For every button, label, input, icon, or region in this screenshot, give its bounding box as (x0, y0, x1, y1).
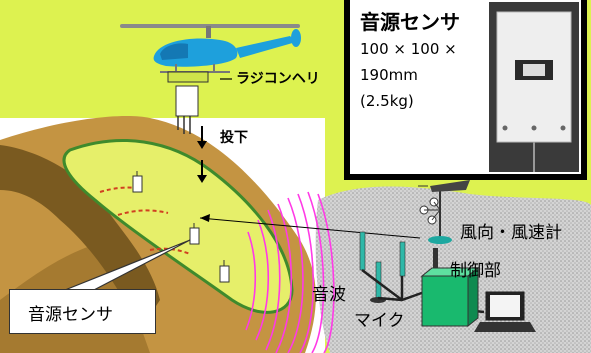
helicopter-icon (120, 24, 301, 73)
marker-dash (99, 186, 137, 193)
laptop-icon (474, 291, 536, 332)
microphone-icon (399, 241, 406, 277)
sensor-icon (219, 260, 230, 283)
control-unit-label: 制御部 (450, 261, 501, 281)
sound-wave-label: 音波 (312, 285, 346, 305)
helicopter-label: ラジコンヘリ (236, 71, 320, 87)
sensor-panel-title: 音源センサ (360, 10, 460, 34)
sensor-photo (489, 2, 579, 172)
sensor-photo-inner: 音源センサ 100 × 100 × 190mm (2.5kg) (350, 0, 581, 174)
marker-dash (149, 247, 191, 255)
sensor-callout-label: 音源センサ (28, 305, 113, 325)
sensor-callout: 音源センサ (9, 289, 156, 334)
sensor-photo-panel: 音源センサ 100 × 100 × 190mm (2.5kg) (344, 0, 587, 180)
sensor-icon (189, 223, 200, 245)
microphone-icon (359, 231, 366, 271)
sensor-dims-line2: 190mm (360, 66, 418, 84)
sensor-dims-line1: 100 × 100 × (360, 40, 457, 58)
hill-plateau (62, 139, 294, 314)
arrowhead (200, 214, 210, 222)
drop-arrow (197, 126, 207, 183)
hill-slope (0, 145, 160, 330)
microphone-label: マイク (354, 311, 405, 331)
signal-arrow (199, 217, 421, 239)
control-unit-icon (420, 266, 480, 328)
sensor-weight: (2.5kg) (360, 92, 414, 110)
drop-label: 投下 (220, 130, 248, 146)
payload-sensor-icon (167, 71, 209, 134)
anemometer-icon (418, 180, 470, 244)
microphone-icon (433, 248, 438, 286)
wind-meter-label: 風向・風速計 (460, 223, 562, 243)
sensor-icon (132, 171, 143, 193)
